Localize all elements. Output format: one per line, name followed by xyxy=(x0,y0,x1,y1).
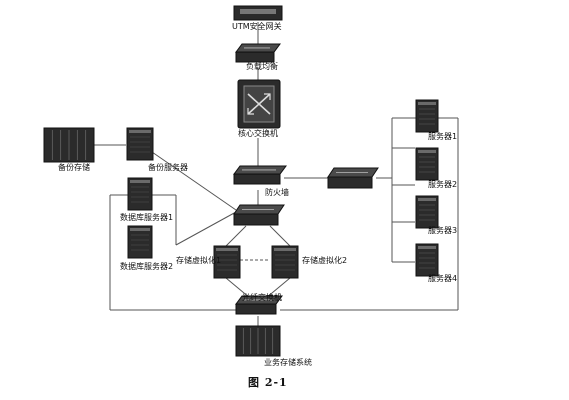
server-icon-db-server-1 xyxy=(127,177,153,211)
switch-icon-access-switch xyxy=(233,165,287,185)
devices-layer xyxy=(43,5,439,357)
label-load-balancer: 负载均衡 xyxy=(246,62,278,71)
server-icon-app-server-3 xyxy=(415,195,439,229)
server-icon-app-server-1 xyxy=(415,99,439,133)
core-switch-icon-core-switch xyxy=(237,79,281,129)
label-backup-storage: 备份存储 xyxy=(58,163,90,172)
storage-array-icon-biz-storage xyxy=(235,325,281,357)
server-icon-app-server-4 xyxy=(415,243,439,277)
switch-icon-right-switch xyxy=(327,167,379,189)
label-storage-gw-1: 存储虚拟化1 xyxy=(176,256,222,265)
switch-icon-san-switch xyxy=(235,295,283,315)
load-balancer-icon-load-balancer xyxy=(235,43,281,63)
link-gw2-san xyxy=(265,277,291,299)
label-backup-server: 备份服务器 xyxy=(148,163,188,172)
switch-icon-mid-switch xyxy=(233,204,285,226)
server-icon-storage-gw-1 xyxy=(213,245,241,279)
label-app-server-3: 服务器3 xyxy=(428,226,458,235)
link-mid-gw2 xyxy=(269,225,291,247)
label-access-switch: 防火墙 xyxy=(265,188,289,197)
label-app-server-2: 服务器2 xyxy=(428,180,458,189)
label-biz-storage: 业务存储系统 xyxy=(264,358,312,367)
link-mid-gw1 xyxy=(225,225,247,247)
server-icon-storage-gw-2 xyxy=(271,245,299,279)
connection-lines xyxy=(94,22,459,326)
link-bkserver-midswitch xyxy=(151,151,237,211)
label-db-server-1: 数据库服务器1 xyxy=(120,213,174,222)
server-icon-app-server-2 xyxy=(415,147,439,181)
firewall-icon-utm-gateway xyxy=(233,5,283,21)
label-core-switch: 核心交换机 xyxy=(238,129,278,138)
figure-caption: 图 2-1 xyxy=(248,376,288,389)
label-db-server-2: 数据库服务器2 xyxy=(120,262,174,271)
storage-array-icon-backup-storage xyxy=(43,127,95,163)
link-gw1-san xyxy=(225,277,251,299)
label-storage-gw-2: 存储虚拟化2 xyxy=(302,256,348,265)
server-icon-db-server-2 xyxy=(127,225,153,259)
server-icon-backup-server xyxy=(126,127,154,161)
label-san-switch: 光纤交换机 xyxy=(242,293,282,302)
label-utm-gateway: UTM安全网关 xyxy=(232,22,282,31)
label-app-server-4: 服务器4 xyxy=(428,274,458,283)
label-app-server-1: 服务器1 xyxy=(428,132,458,141)
